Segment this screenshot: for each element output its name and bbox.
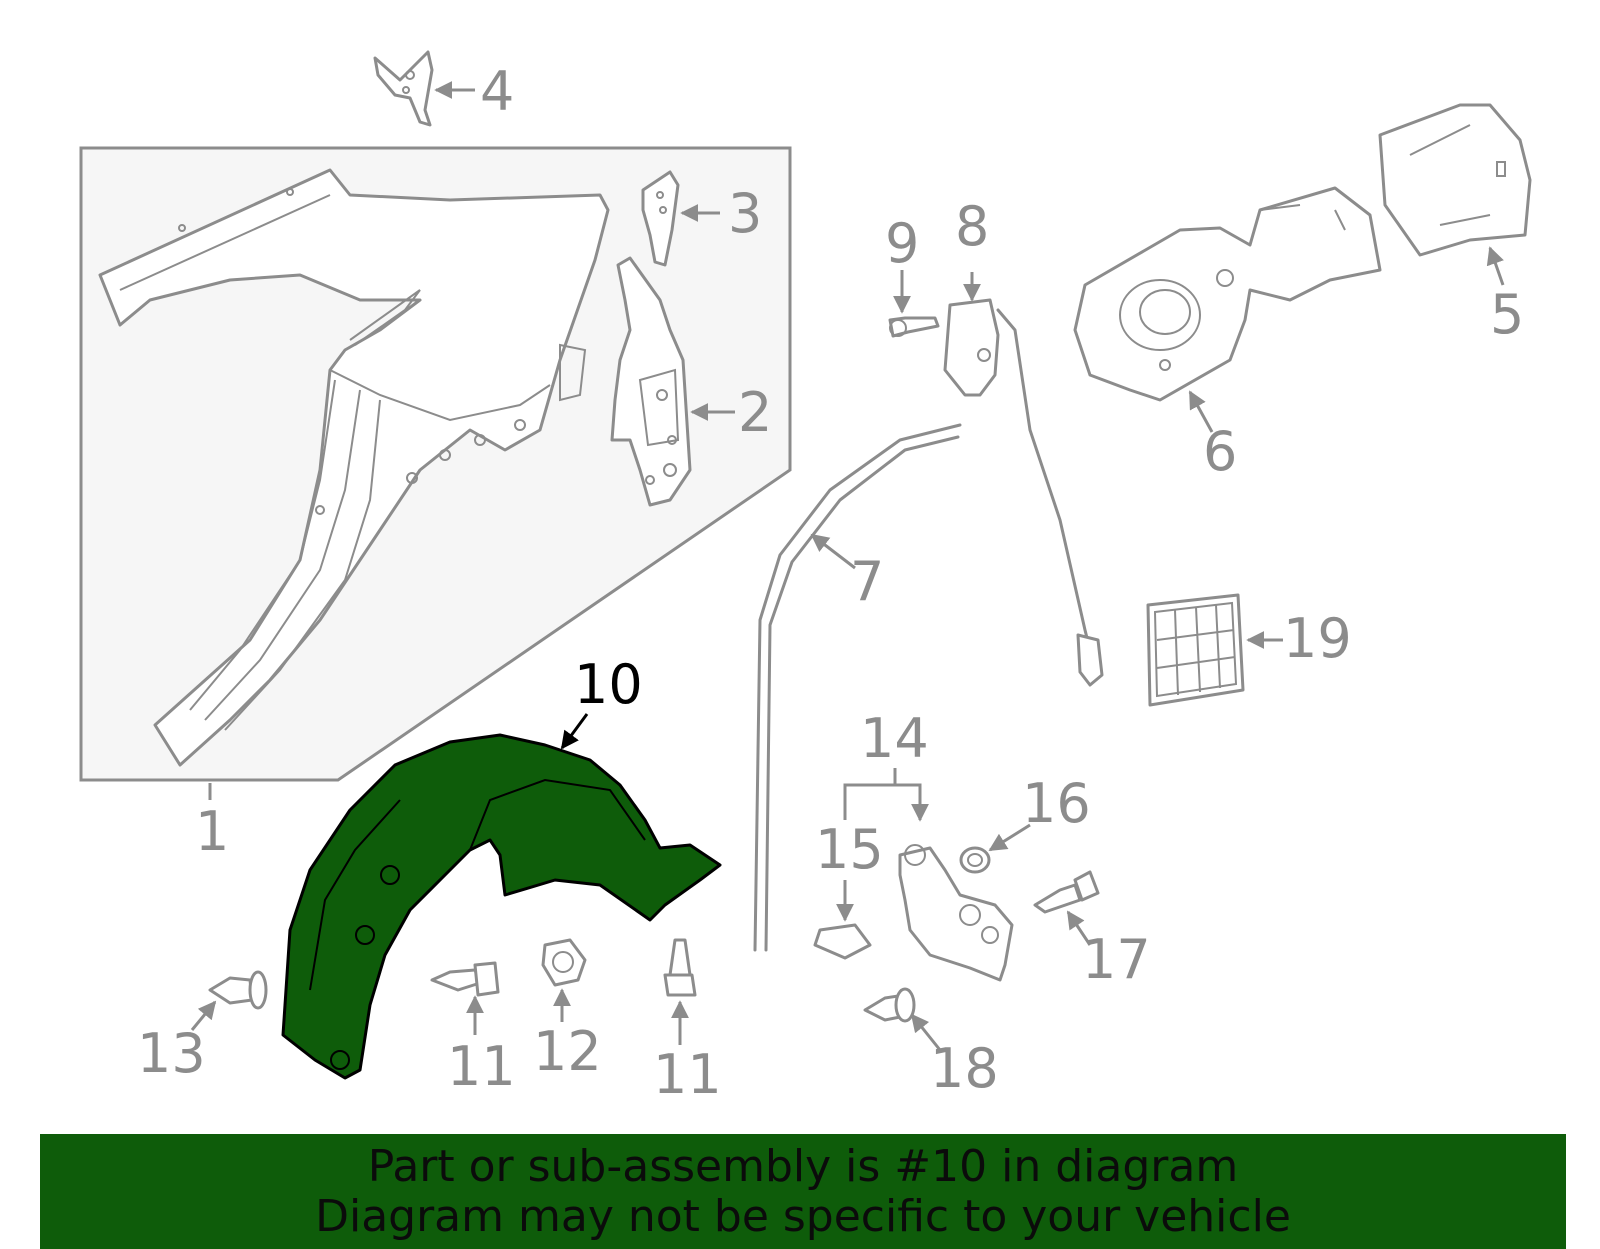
grommet-16 bbox=[959, 846, 991, 874]
callout-9: 9 bbox=[885, 212, 919, 275]
callout-12: 12 bbox=[533, 1020, 602, 1083]
callout-15: 15 bbox=[815, 818, 884, 881]
leader-lines bbox=[190, 81, 1505, 1051]
bolt-9 bbox=[888, 316, 940, 338]
callout-17: 17 bbox=[1082, 928, 1151, 991]
inner-panel-bracket bbox=[610, 256, 692, 507]
drain-tube bbox=[753, 423, 962, 952]
pressure-vent-19 bbox=[1146, 593, 1245, 707]
upper-bracket bbox=[641, 170, 680, 267]
callout-6: 6 bbox=[1203, 420, 1237, 483]
quarter-panel-assembly bbox=[79, 146, 792, 782]
wheelhouse-liner bbox=[281, 733, 722, 1080]
callout-14: 14 bbox=[860, 707, 929, 770]
callout-7: 7 bbox=[850, 550, 884, 613]
screw-11b bbox=[663, 938, 697, 997]
fuel-door bbox=[1378, 103, 1532, 257]
gusset-bracket bbox=[373, 50, 434, 127]
callout-2: 2 bbox=[738, 381, 772, 444]
callout-3: 3 bbox=[728, 182, 762, 245]
callout-13: 13 bbox=[137, 1022, 206, 1085]
callout-4: 4 bbox=[480, 60, 514, 123]
callout-8: 8 bbox=[955, 195, 989, 258]
callout-16: 16 bbox=[1022, 772, 1091, 835]
screw-17 bbox=[1033, 870, 1100, 914]
callout-11b: 11 bbox=[653, 1043, 722, 1106]
callout-19: 19 bbox=[1283, 607, 1352, 670]
clip-13 bbox=[208, 970, 268, 1010]
clip-18 bbox=[863, 987, 916, 1023]
fuel-filler-housing bbox=[1073, 186, 1382, 402]
banner-line-disclaimer: Diagram may not be specific to your vehi… bbox=[315, 1190, 1291, 1242]
clip-nut-15 bbox=[813, 923, 872, 960]
fuel-door-actuator bbox=[943, 298, 1104, 687]
callout-18: 18 bbox=[930, 1037, 999, 1100]
callout-1: 1 bbox=[195, 800, 229, 863]
callout-10: 10 bbox=[574, 653, 643, 716]
banner-line-part: Part or sub-assembly is #10 in diagram bbox=[367, 1140, 1239, 1192]
callout-11a: 11 bbox=[447, 1035, 516, 1098]
nut-12 bbox=[541, 938, 587, 987]
fuel-door-hinge bbox=[898, 844, 1014, 982]
info-banner: Part or sub-assembly is #10 in diagram D… bbox=[40, 1134, 1566, 1249]
callout-5: 5 bbox=[1490, 283, 1524, 346]
bolt-11a bbox=[430, 961, 500, 997]
